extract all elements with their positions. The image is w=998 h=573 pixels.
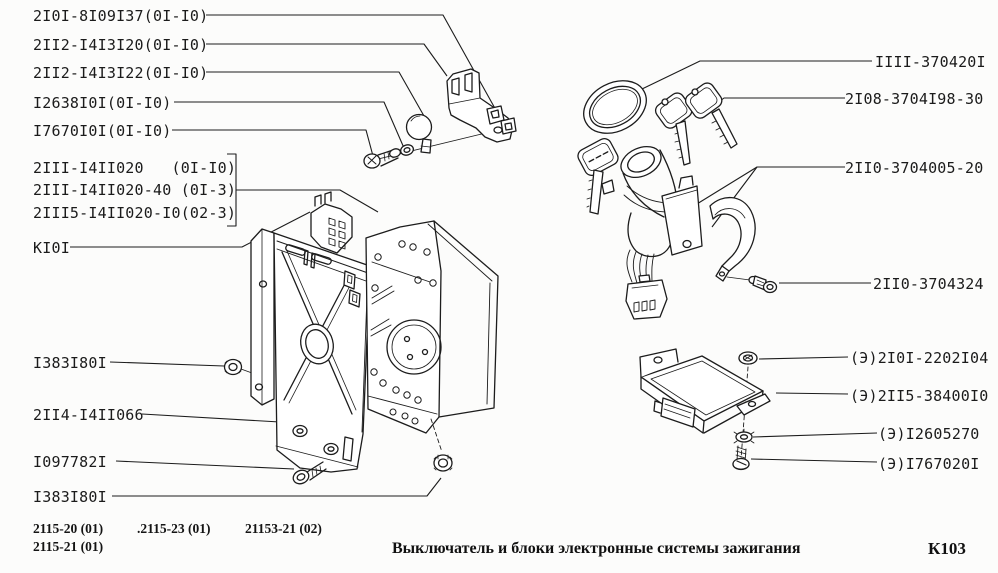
part-label-2112-1413122: 2II2-I4I3I22(0I-I0) [33, 64, 209, 82]
page-code: К103 [928, 539, 966, 558]
column-bracket-assembly-drawing [363, 68, 517, 169]
part-label-10977821: I097782I [33, 453, 107, 471]
part-label-k101: KI0I [33, 239, 70, 257]
part-label-2108-3704198-30: 2I08-3704I98-30 [845, 90, 984, 108]
part-label-2111-1411020-40: 2III-I4II020-40 (0I-3) [33, 181, 237, 199]
part-label-2110-3704005-20: 2II0-3704005-20 [845, 159, 984, 177]
part-label-2114-1411066: 2II4-I4II066 [33, 406, 144, 424]
part-label-2112-1413120: 2II2-I4I3I20(0I-I0) [33, 36, 209, 54]
part-label-17670101: I7670I0I(0I-I0) [33, 122, 172, 140]
model-code-2115-21: 2115-21 (01) [33, 539, 104, 554]
immobilizer-unit-drawing [639, 348, 771, 471]
part-label-e-17670201: (Э)I767020I [878, 455, 980, 473]
part-label-2110-3704324: 2II0-3704324 [873, 275, 984, 293]
part-label-13831801-upper: I383I80I [33, 354, 107, 372]
part-label-2101-8109137: 2I0I-8I09I37(0I-I0) [33, 7, 209, 25]
part-label-e-2101-2202104: (Э)2I0I-2202I04 [850, 349, 989, 367]
page-title: Выключатель и блоки электронные системы … [392, 540, 801, 557]
model-code-2115-20: 2115-20 (01) [33, 521, 104, 536]
part-label-e-12605270: (Э)I2605270 [878, 425, 980, 443]
part-label-e-2115-3840010: (Э)2II5-38400I0 [850, 387, 989, 405]
part-label-13831801-lower: I383I80I [33, 488, 107, 506]
part-label-12638101: I2638I0I(0I-I0) [33, 94, 172, 112]
part-label-21115-1411020-10: 2III5-I4II020-I0(02-3) [33, 204, 237, 222]
ecu-assembly-drawing [223, 191, 499, 485]
ignition-switch-drawing [577, 80, 778, 320]
part-label-1111-3704201: IIII-370420I [875, 53, 986, 71]
model-code-21153-21: 21153-21 (02) [245, 521, 322, 536]
model-code-2115-23: .2115-23 (01) [137, 521, 211, 536]
part-label-2111-1411020: 2III-I4II020 (0I-I0) [33, 159, 237, 177]
